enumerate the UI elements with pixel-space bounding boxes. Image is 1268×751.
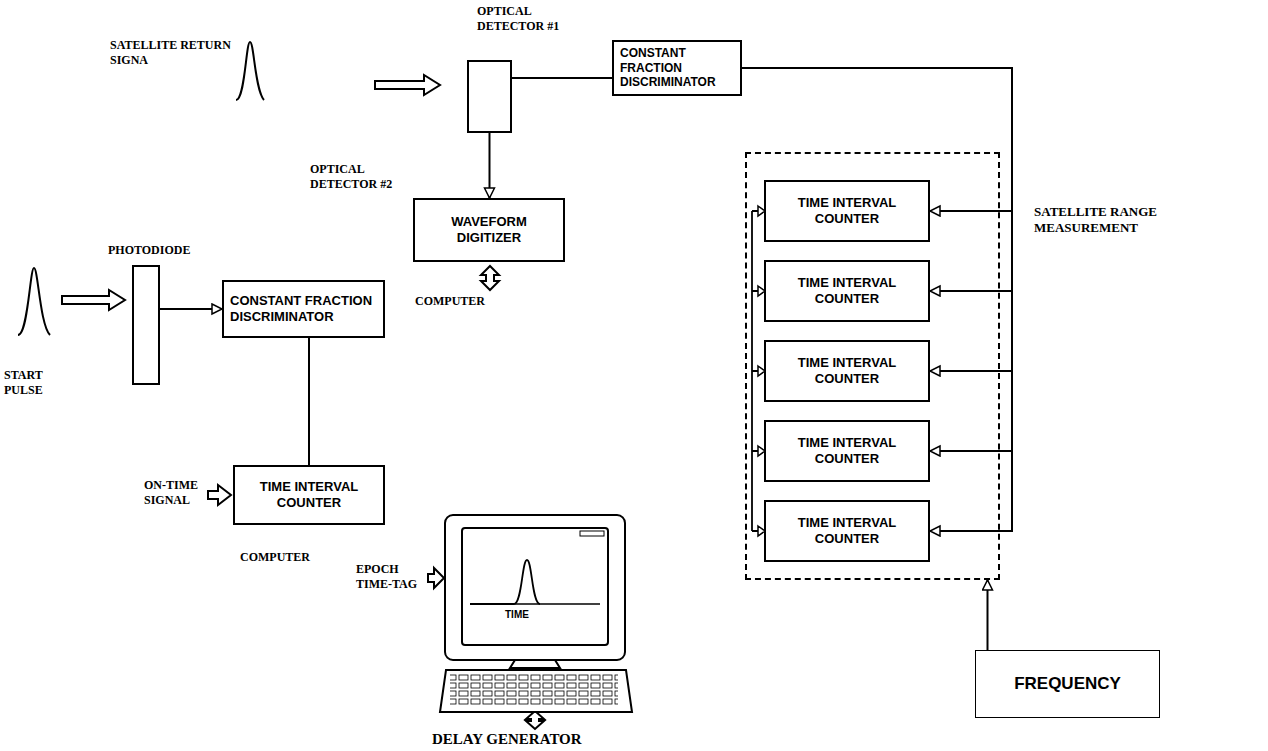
connector	[512, 77, 612, 79]
connector	[742, 68, 1012, 371]
box-heading: PHOTODIODE	[108, 243, 190, 258]
input-arrow	[375, 75, 440, 95]
connector	[987, 580, 989, 650]
discriminator-box: CONSTANT FRACTION DISCRIMINATOR	[222, 280, 385, 338]
pulse-label: START PULSE	[4, 368, 66, 398]
box-text: FREQUENCY	[982, 674, 1153, 694]
box-text: CONSTANT FRACTION DISCRIMINATOR	[620, 46, 734, 89]
input-arrow	[62, 290, 125, 310]
box-text: TIME INTERVAL COUNTER	[772, 435, 922, 466]
detector-label: OPTICAL DETECTOR #2	[310, 162, 410, 192]
connector	[308, 338, 310, 465]
box-heading: SATELLITE RANGE MEASUREMENT	[1034, 204, 1184, 237]
input-arrow	[208, 485, 231, 505]
counter-box: TIME INTERVAL COUNTER	[764, 260, 930, 322]
screen-label: TIME	[505, 609, 529, 622]
box-text: TIME INTERVAL COUNTER	[772, 195, 922, 226]
connector	[489, 133, 491, 198]
optical-detector: OPTICAL DETECTOR #1	[467, 60, 512, 133]
double-arrow	[526, 711, 544, 729]
time-tag-label: EPOCH TIME-TAG	[356, 562, 426, 592]
measurement-region: SATELLITE RANGE MEASUREMENTTIME INTERVAL…	[745, 152, 1000, 580]
frequency-box: FREQUENCY	[975, 650, 1160, 718]
connector	[742, 68, 1012, 291]
connector	[742, 68, 1012, 531]
connector	[160, 308, 222, 310]
box-text: TIME INTERVAL COUNTER	[772, 515, 922, 546]
box-text: TIME INTERVAL COUNTER	[772, 275, 922, 306]
generator-label: DELAY GENERATOR	[432, 730, 582, 749]
box-text: TIME INTERVAL COUNTER	[241, 479, 377, 510]
discriminator-box: CONSTANT FRACTION DISCRIMINATOR	[612, 40, 742, 96]
box-text: CONSTANT FRACTION DISCRIMINATOR	[230, 293, 377, 324]
photodiode: PHOTODIODE	[132, 265, 160, 385]
counter-box: TIME INTERVAL COUNTER	[233, 465, 385, 525]
signal-label: SATELLITE RETURN SIGNA	[110, 38, 242, 68]
box-heading: OPTICAL DETECTOR #1	[477, 4, 577, 34]
digitizer-box: WAVEFORM DIGITIZER	[413, 198, 565, 262]
counter-box: TIME INTERVAL COUNTER	[764, 340, 930, 402]
counter-box: TIME INTERVAL COUNTER	[764, 500, 930, 562]
counter-box: TIME INTERVAL COUNTER	[764, 180, 930, 242]
double-arrow	[481, 266, 499, 290]
connector	[742, 68, 1012, 451]
trigger-arrows	[752, 211, 758, 531]
start-pulse	[18, 268, 50, 335]
box-text: WAVEFORM DIGITIZER	[421, 214, 557, 245]
input-arrow	[428, 568, 444, 588]
signal-label: ON-TIME SIGNAL	[144, 478, 208, 508]
return-pulse	[236, 42, 264, 100]
computer-label: COMPUTER	[240, 550, 310, 565]
box-text: TIME INTERVAL COUNTER	[772, 355, 922, 386]
counter-box: TIME INTERVAL COUNTER	[764, 420, 930, 482]
computer-illustration	[440, 515, 632, 712]
computer-label: COMPUTER	[415, 294, 485, 309]
